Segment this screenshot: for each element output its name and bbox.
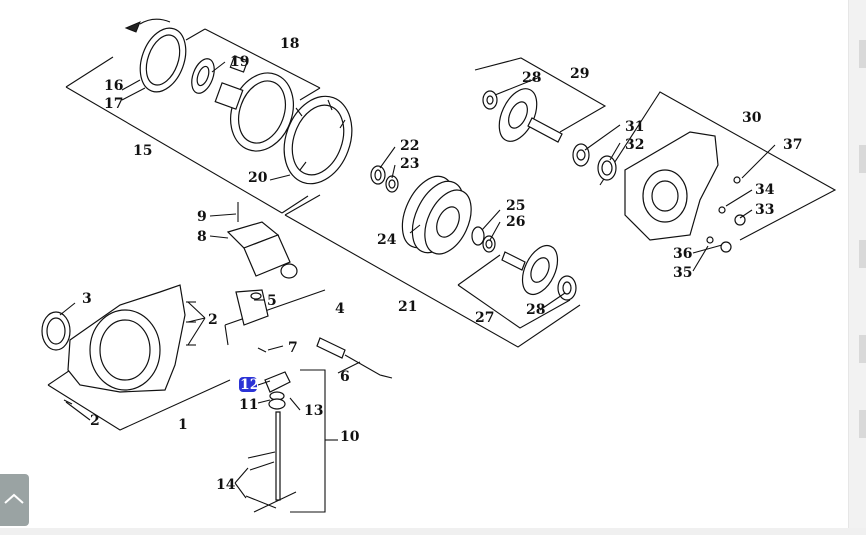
callout-label: 28 <box>522 70 541 86</box>
gear-cover-part <box>624 131 746 253</box>
callout-label: 6 <box>340 369 350 385</box>
scroll-to-top-button[interactable] <box>0 474 29 526</box>
callout-label: 30 <box>742 110 762 126</box>
callout-label: 28 <box>526 302 545 318</box>
ring-gear-hub-part <box>214 55 294 152</box>
callout-label: 12 <box>240 377 259 393</box>
shift-fork-part <box>245 371 297 513</box>
callout-label: 1 <box>178 417 188 433</box>
callout-label: 13 <box>304 403 323 419</box>
callout-12-highlight <box>239 377 257 392</box>
callout-label: 2 <box>208 312 218 328</box>
chevron-up-icon <box>4 493 24 504</box>
callout-label: 17 <box>104 96 123 112</box>
group-brackets <box>47 28 837 513</box>
callout-label: 19 <box>230 54 249 70</box>
callout-label: 37 <box>783 137 802 153</box>
callout-label: 7 <box>288 340 298 356</box>
callout-label: 14 <box>216 477 236 493</box>
callout-label: 35 <box>673 265 692 281</box>
callout-label: 5 <box>267 293 277 309</box>
callout-label: 18 <box>280 36 299 52</box>
callout-label: 16 <box>104 78 123 94</box>
callout-label: 20 <box>248 170 268 186</box>
washers-25-26 <box>471 226 496 253</box>
drum-part <box>283 95 353 185</box>
callout-label: 15 <box>133 143 152 159</box>
callout-label: 23 <box>400 156 419 172</box>
housing-part <box>41 284 196 405</box>
toolbar-marker <box>859 240 866 268</box>
exploded-parts-diagram: 16 17 19 18 15 20 22 23 24 25 26 21 27 2… <box>41 18 837 513</box>
toolbar-marker <box>859 145 866 173</box>
lower-gear-shaft-part <box>501 244 577 301</box>
toolbar-marker <box>859 40 866 68</box>
callout-label: 33 <box>755 202 774 218</box>
callout-label: 27 <box>475 310 494 326</box>
motor-part <box>226 202 298 353</box>
bottom-border <box>0 528 866 535</box>
callout-labels: 16 17 19 18 15 20 22 23 24 25 26 21 27 2… <box>82 36 802 493</box>
washers-22-23 <box>370 165 399 193</box>
bearing-part <box>191 58 215 94</box>
clutch-pack-part <box>401 175 472 255</box>
callout-label: 22 <box>400 138 419 154</box>
upper-gear-shaft-part <box>482 88 617 181</box>
callout-label: 8 <box>197 229 207 245</box>
snap-ring-part <box>124 18 187 93</box>
toolbar-marker <box>859 335 866 363</box>
callout-label: 34 <box>755 182 775 198</box>
callout-label: 31 <box>625 119 644 135</box>
toolbar-marker <box>859 410 866 438</box>
callout-label: 3 <box>82 291 92 307</box>
side-toolbar <box>848 0 866 535</box>
callout-label: 25 <box>506 198 525 214</box>
callout-label: 10 <box>340 429 360 445</box>
leader-lines <box>59 61 776 499</box>
callout-label: 4 <box>335 301 345 317</box>
callout-label: 21 <box>398 299 417 315</box>
callout-label: 26 <box>506 214 525 230</box>
callout-label: 24 <box>377 232 397 248</box>
callout-label: 32 <box>625 137 644 153</box>
callout-label: 36 <box>673 246 692 262</box>
callout-label: 2 <box>90 413 100 429</box>
callout-label: 11 <box>239 397 258 413</box>
callout-label: 29 <box>570 66 589 82</box>
cable-part <box>316 337 393 379</box>
callout-label: 9 <box>197 209 207 225</box>
